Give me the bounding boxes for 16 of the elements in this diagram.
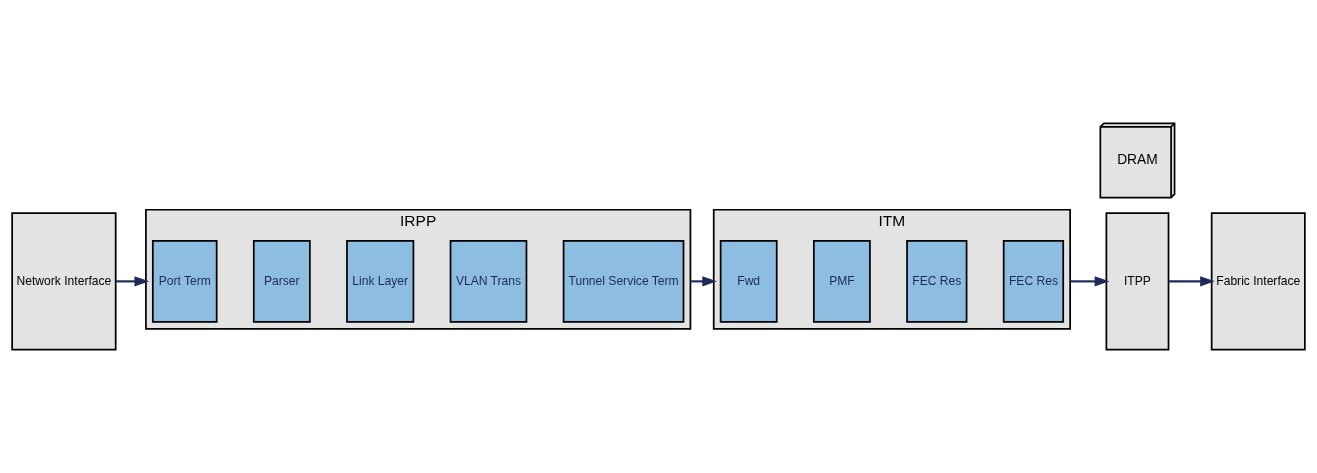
node-box: FEC Res	[1002, 239, 1065, 323]
node-box: Port Term	[151, 239, 218, 323]
node-box: Link Layer	[346, 239, 415, 323]
node-box: PMF	[812, 239, 871, 323]
node-box: Tunnel Service Term	[562, 239, 685, 323]
arrow	[1168, 276, 1215, 287]
node-box: FEC Res	[906, 239, 968, 323]
arrow	[1070, 276, 1110, 287]
node-box: Fwd	[719, 239, 778, 323]
arrow	[116, 276, 150, 287]
node-box: ITPP	[1105, 212, 1170, 351]
node-box: VLAN Trans	[449, 239, 528, 323]
node-box: Network Interface	[11, 212, 117, 351]
arrow	[690, 276, 717, 287]
node-box: Parser	[252, 239, 311, 323]
node-box: Fabric Interface	[1210, 212, 1306, 351]
